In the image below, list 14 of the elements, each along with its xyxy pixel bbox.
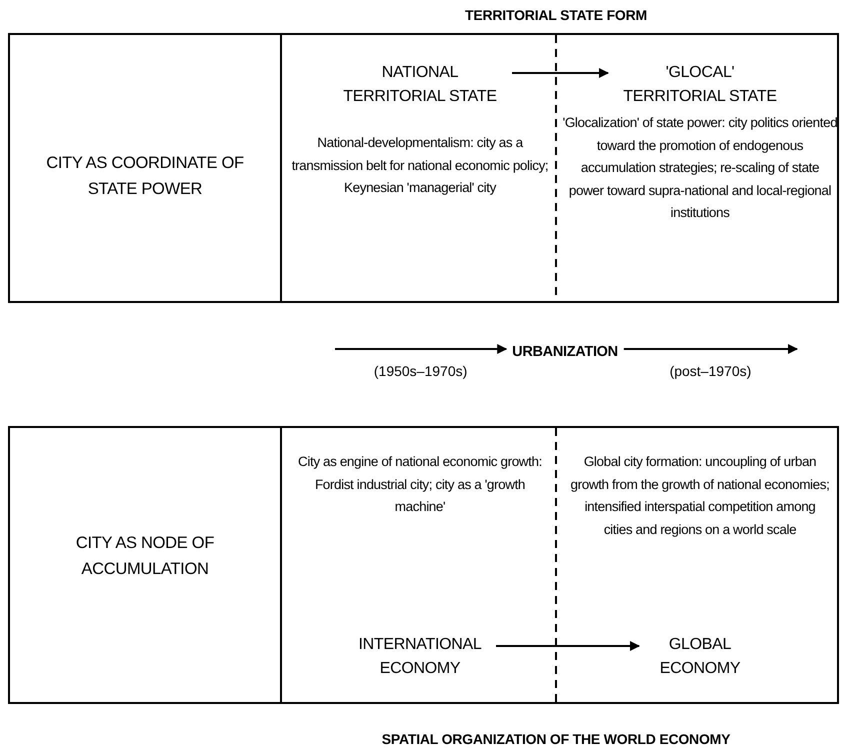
axis-title: SPATIAL ORGANIZATION OF THE WORLD ECONOMY (382, 730, 730, 749)
description-text: Global city formation: uncoupling of urban growth from the growth of national economies; intensified interspatial competition among cities and regions on a world scale (570, 453, 830, 539)
edge-label: (1950s–1970s) (374, 363, 468, 379)
axis-title: TERRITORIAL STATE FORM (465, 6, 647, 25)
description-text: 'Glocalization' of state power: city politics oriented toward the promotion of endogenous accumulation strategies; re-scaling of state power toward supra-national and local-regional institutions (562, 114, 838, 222)
arrow (335, 344, 508, 354)
arrow (496, 641, 640, 651)
description-text: City as engine of national economic growth: Fordist industrial city; city as a 'growth machine' (297, 453, 543, 516)
description-text: National-developmentalism: city as a transmission belt for national economic policy; Keynesian 'managerial' city (290, 134, 550, 197)
edge-label: (post–1970s) (670, 363, 752, 379)
arrow (624, 344, 798, 354)
table-panel (8, 426, 839, 704)
arrow (512, 68, 609, 78)
table-panel (8, 33, 839, 303)
